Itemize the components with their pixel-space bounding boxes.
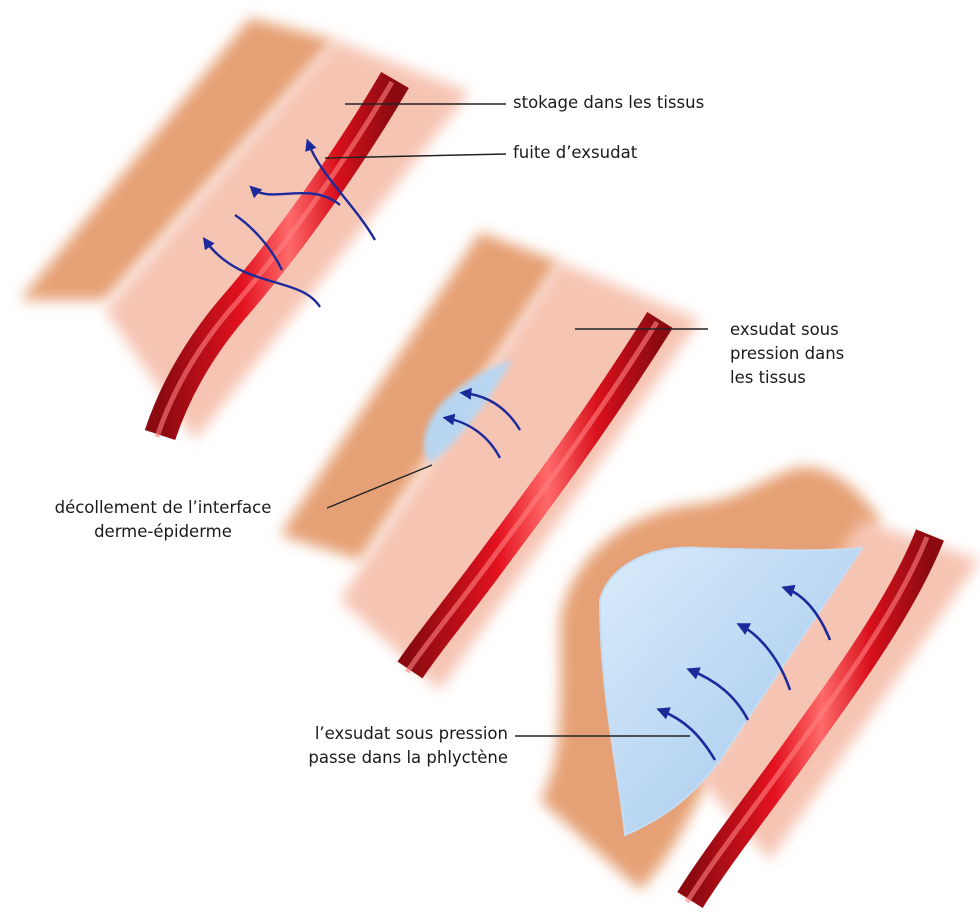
label-decollement: décollement de l’interface derme-épiderm… xyxy=(8,496,318,544)
label-phlyctene-line-1: l’exsudat sous pression xyxy=(190,722,508,746)
label-phlyctene: l’exsudat sous pression passe dans la ph… xyxy=(190,722,508,770)
label-phlyctene-line-2: passe dans la phlyctène xyxy=(190,746,508,770)
label-decollement-line-2: derme-épiderme xyxy=(8,520,318,544)
label-fuite: fuite d’exsudat xyxy=(513,141,637,165)
label-exsudat-pression-line-3: les tissus xyxy=(730,366,844,390)
label-decollement-line-1: décollement de l’interface xyxy=(8,496,318,520)
label-exsudat-pression-line-1: exsudat sous xyxy=(730,318,844,342)
label-stokage: stokage dans les tissus xyxy=(513,91,704,115)
label-exsudat-pression-line-2: pression dans xyxy=(730,342,844,366)
panel-3-tissue xyxy=(540,467,980,902)
label-exsudat-pression: exsudat sous pression dans les tissus xyxy=(730,318,844,390)
